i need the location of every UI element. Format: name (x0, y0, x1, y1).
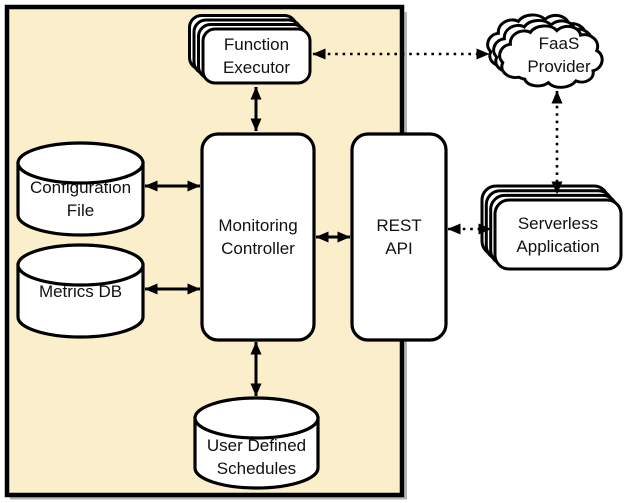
serverless-application-stack (480, 184, 623, 271)
user-defined-schedules-cylinder (193, 396, 320, 490)
metrics-db-cylinder (16, 243, 145, 339)
monitoring-controller-box (200, 132, 316, 342)
faas-provider-cloud (486, 13, 604, 89)
configuration-file-cylinder (16, 141, 145, 237)
function-executor-stack (188, 14, 312, 85)
rest-api-box (350, 132, 448, 342)
solid-connectors (144, 86, 351, 397)
dotted-connectors (312, 48, 563, 235)
